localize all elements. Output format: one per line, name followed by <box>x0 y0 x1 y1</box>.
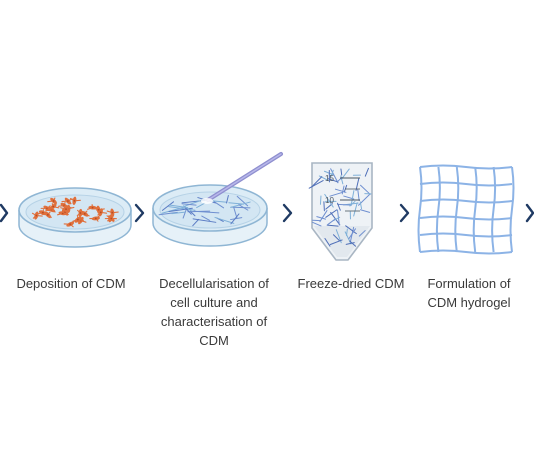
fiber <box>320 196 321 204</box>
step-label-hydrogel: Formulation of CDM hydrogel <box>416 274 522 312</box>
petri-dish-with-pipette-icon <box>153 154 281 246</box>
mesh-strand <box>420 200 512 203</box>
chevron-right-icon <box>136 205 143 221</box>
cell-nucleus <box>42 212 44 214</box>
cell-nucleus <box>77 219 79 221</box>
mesh-strand <box>437 167 440 252</box>
mesh-strand <box>455 167 458 252</box>
cell-nucleus <box>35 215 37 217</box>
cell-nucleus <box>80 212 82 214</box>
tube-mark-10: 10 <box>325 196 334 205</box>
mesh-strand <box>420 183 512 186</box>
cell-nucleus <box>65 208 67 210</box>
mesh-strand <box>511 167 514 252</box>
mesh-strand <box>492 167 495 252</box>
chevron-right-icon <box>284 205 291 221</box>
cell-nucleus <box>67 200 69 202</box>
chevron-right-icon <box>527 205 533 221</box>
mesh-strand <box>420 234 512 237</box>
cell-nucleus <box>69 223 71 225</box>
step-label-freeze-dried: Freeze-dried CDM <box>290 274 412 293</box>
step-label-deposition: Deposition of CDM <box>4 274 138 293</box>
hydrogel-mesh-icon <box>419 166 514 254</box>
conical-tube-icon: 15 10 <box>309 163 372 260</box>
cell-nucleus <box>111 212 113 214</box>
mesh-strand <box>420 166 512 169</box>
mesh-strand <box>420 251 512 254</box>
chevron-right-icon <box>401 205 408 221</box>
tube-mark-15: 15 <box>325 174 334 183</box>
cell-nucleus <box>52 206 54 208</box>
mesh-strand <box>419 167 422 252</box>
cell-nucleus <box>47 214 49 216</box>
step-label-decellularisation: Decellularisation of cell culture and ch… <box>148 274 280 350</box>
cell-nucleus <box>95 218 97 220</box>
petri-dish-with-cells-icon <box>19 188 131 247</box>
cell-nucleus <box>84 213 86 215</box>
cell-nucleus <box>74 200 76 202</box>
cell-nucleus <box>92 207 94 209</box>
cell-nucleus <box>53 200 55 202</box>
mesh-strand <box>474 167 477 252</box>
cell-nucleus <box>110 218 112 220</box>
mesh-grid <box>419 166 514 254</box>
mesh-strand <box>420 217 512 220</box>
cell-nucleus <box>100 211 102 213</box>
chevron-right-icon <box>1 205 7 221</box>
